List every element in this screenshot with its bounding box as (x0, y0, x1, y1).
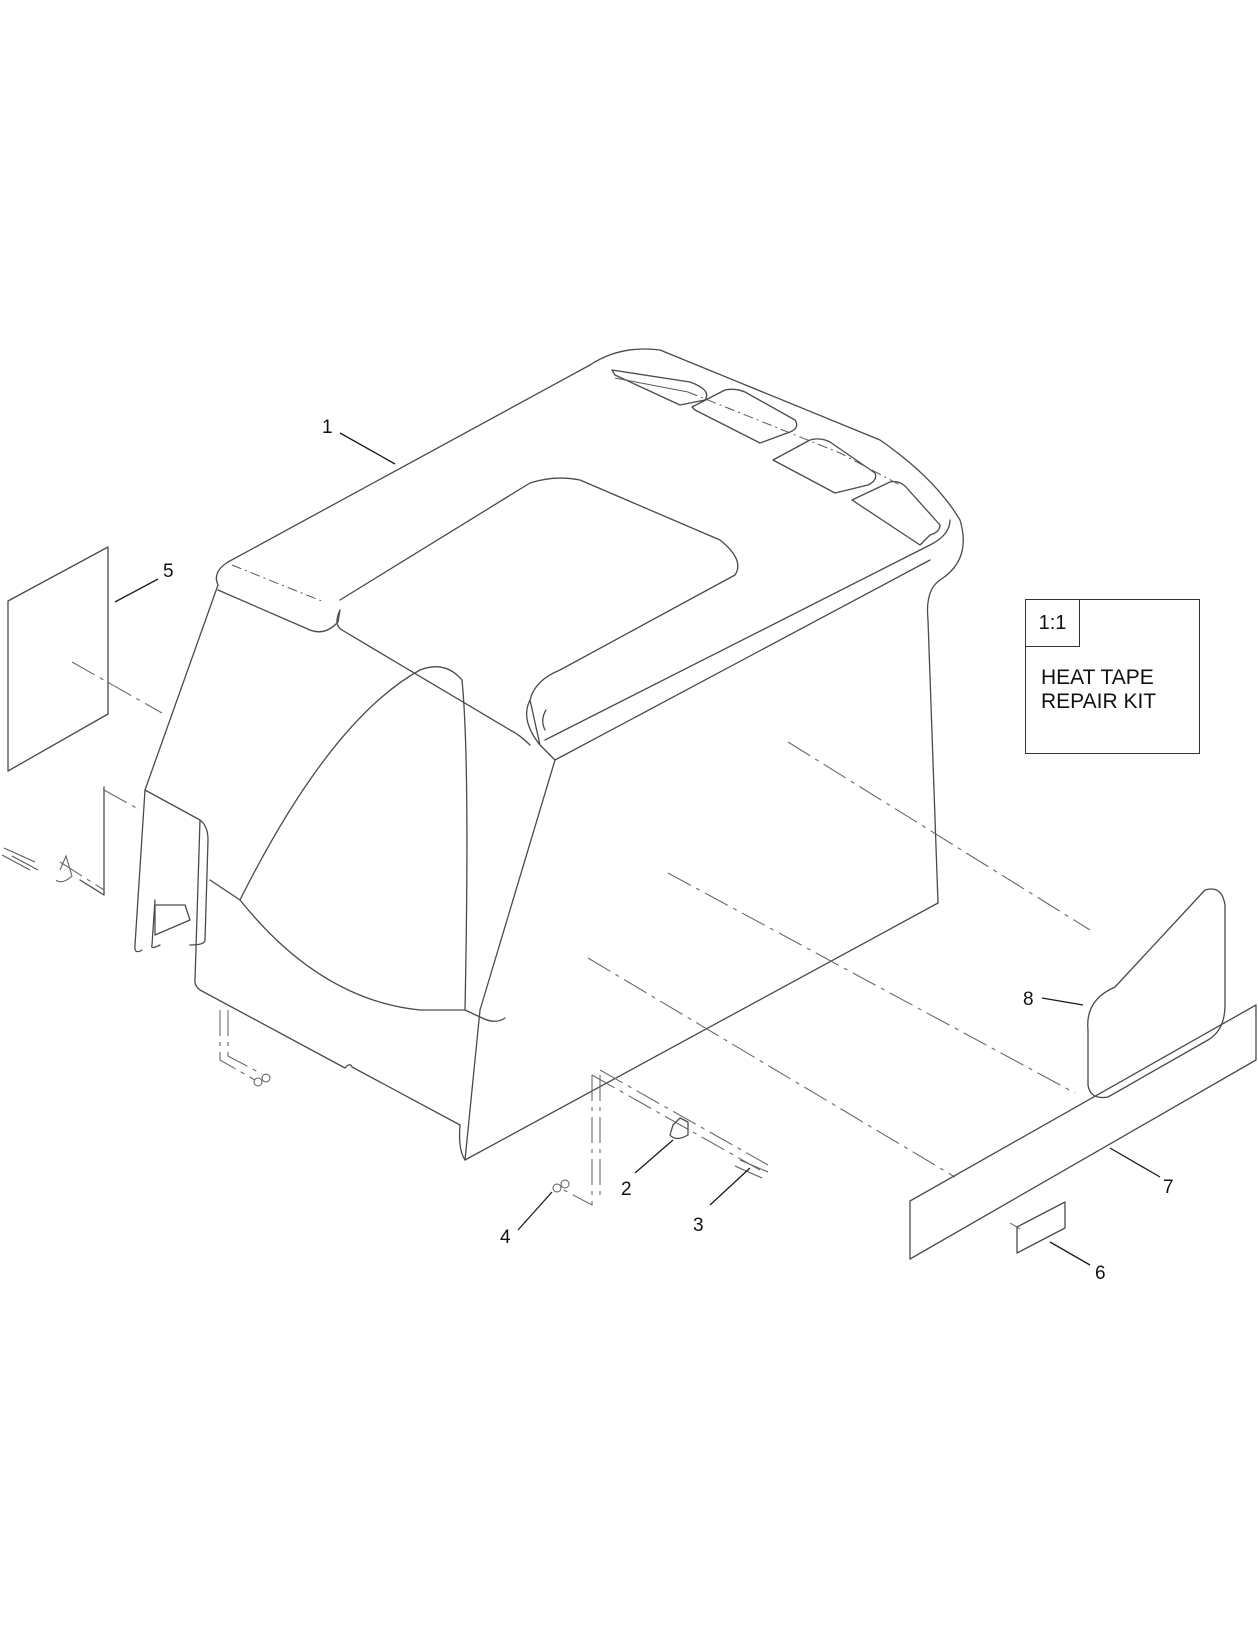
kit-info-box: 1:1 HEAT TAPE REPAIR KIT (1025, 599, 1200, 754)
lower-left-washers (219, 1010, 271, 1087)
callout-2: 2 (621, 1179, 632, 1200)
kit-title: HEAT TAPE REPAIR KIT (1041, 666, 1157, 713)
side-panel-part-5 (7, 546, 163, 772)
callout-8: 8 (1023, 989, 1034, 1010)
callout-5: 5 (163, 561, 174, 582)
label-patch-part-6 (1009, 1201, 1066, 1254)
callout-leaders (114, 432, 1161, 1266)
callout-6: 6 (1095, 1263, 1106, 1284)
callout-3: 3 (693, 1215, 704, 1236)
callout-7: 7 (1163, 1177, 1174, 1198)
callout-1: 1 (322, 417, 333, 438)
heat-tape-strip-part-7 (909, 1004, 1257, 1260)
rear-pad-part-8 (1087, 888, 1226, 1099)
bottom-hardware (552, 1069, 769, 1206)
kit-scale-label: 1:1 (1026, 600, 1080, 647)
cab-shell-part-1 (134, 348, 964, 1161)
assembly-centerlines (587, 741, 1091, 1178)
left-bracket-hardware (1, 786, 141, 896)
callout-4: 4 (500, 1227, 511, 1248)
